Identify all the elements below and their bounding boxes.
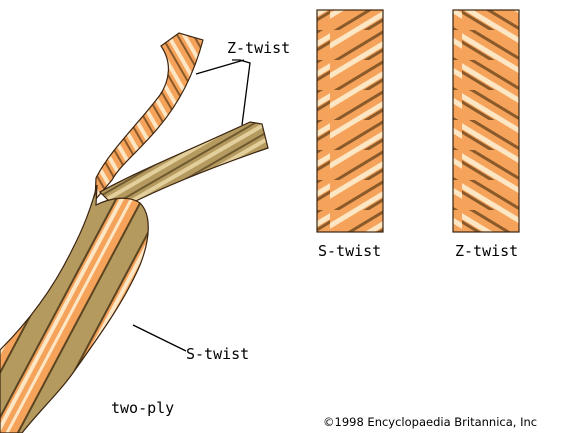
upper-strand-olive bbox=[100, 122, 268, 210]
copyright-notice: ©1998 Encyclopaedia Britannica, Inc bbox=[323, 415, 537, 429]
label-s-twist-diagram: S-twist bbox=[186, 345, 249, 363]
z-twist-leader-b bbox=[232, 60, 250, 125]
two-ply-body bbox=[0, 185, 148, 433]
label-z-twist-top: Z-twist bbox=[227, 39, 290, 57]
label-z-twist-column: Z-twist bbox=[455, 242, 518, 260]
leader-lines bbox=[133, 60, 250, 351]
s-twist-leader bbox=[133, 325, 186, 351]
z-twist-leader-a bbox=[196, 60, 244, 74]
label-s-twist-column: S-twist bbox=[318, 242, 381, 260]
label-two-ply: two-ply bbox=[111, 399, 174, 417]
two-ply-rope bbox=[0, 33, 268, 433]
s-twist-column bbox=[317, 10, 383, 232]
z-twist-column bbox=[453, 10, 519, 232]
